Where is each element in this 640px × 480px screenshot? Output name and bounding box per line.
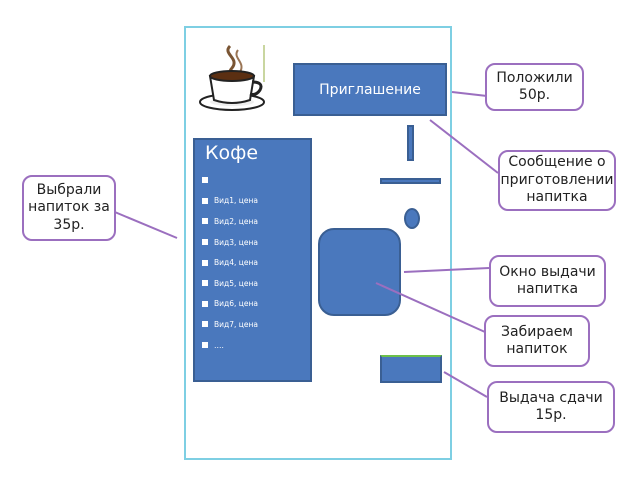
start-button[interactable]	[404, 208, 420, 229]
checkbox-icon	[202, 197, 208, 204]
menu-item[interactable]: ….	[202, 335, 258, 356]
menu-item[interactable]: Вид4, цена	[202, 252, 258, 273]
callout-change: Выдача сдачи 15р.	[487, 381, 615, 433]
checkbox-icon	[202, 177, 208, 184]
checkbox-icon	[202, 321, 208, 328]
menu-list: Вид1, цена Вид2, цена Вид3, цена Вид4, ц…	[202, 170, 258, 355]
menu-item[interactable]: Вид6, цена	[202, 294, 258, 315]
callout-window: Окно выдачи напитка	[489, 255, 606, 307]
callout-message: Сообщение о приготовлении напитка	[498, 150, 616, 211]
menu-item[interactable]: Вид2, цена	[202, 211, 258, 232]
connector-window	[403, 267, 490, 273]
invitation-screen: Приглашение	[293, 63, 447, 116]
menu-item[interactable]: Вид5, цена	[202, 273, 258, 294]
connector-paid	[451, 91, 488, 97]
connector-take	[375, 282, 486, 333]
callout-chose: Выбрали напиток за 35р.	[22, 175, 116, 241]
coffee-cup-icon	[199, 44, 265, 111]
menu-item[interactable]: Вид3, цена	[202, 232, 258, 253]
callout-take: Забираем напиток	[484, 315, 590, 367]
menu-item[interactable]	[202, 170, 258, 191]
invitation-label: Приглашение	[319, 81, 421, 98]
menu-item[interactable]: Вид1, цена	[202, 191, 258, 212]
menu-item[interactable]: Вид7, цена	[202, 314, 258, 335]
coin-slot[interactable]	[407, 125, 414, 161]
connector-chose	[109, 209, 178, 239]
change-tray[interactable]	[380, 355, 442, 383]
coffee-menu-panel: Кофе Вид1, цена Вид2, цена Вид3, цена Ви…	[193, 138, 312, 382]
checkbox-icon	[202, 300, 208, 307]
checkbox-icon	[202, 342, 208, 349]
callout-paid: Положили 50р.	[485, 63, 584, 111]
checkbox-icon	[202, 218, 208, 225]
bill-slot[interactable]	[380, 178, 441, 184]
checkbox-icon	[202, 239, 208, 246]
checkbox-icon	[202, 280, 208, 287]
menu-title: Кофе	[205, 142, 259, 164]
connector-change	[443, 371, 488, 398]
checkbox-icon	[202, 259, 208, 266]
connector-message	[429, 119, 499, 174]
drink-dispense-window[interactable]	[318, 228, 401, 316]
